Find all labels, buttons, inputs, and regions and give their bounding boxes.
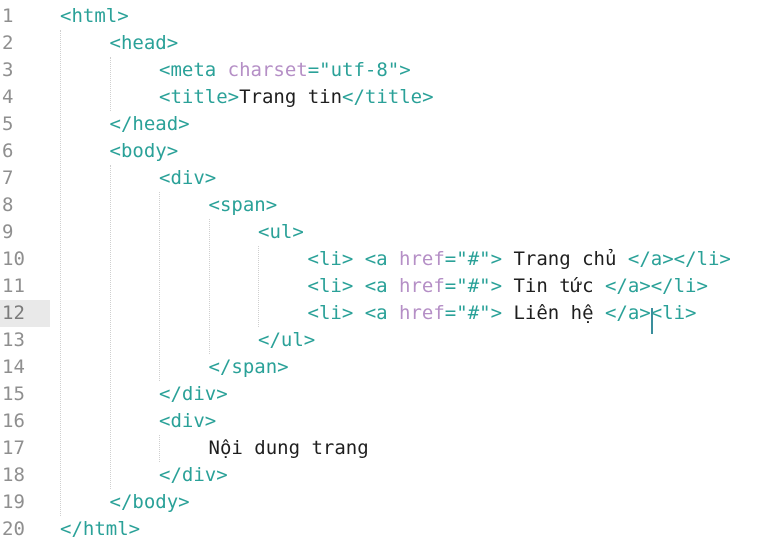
tag-token: </html> [60,518,141,540]
tag-token: <a [364,302,400,324]
line-number: 8 [2,194,14,216]
code-area[interactable]: <html><head><meta charset="utf-8"><title… [60,0,776,556]
indent-guide [159,435,160,462]
line-number: 7 [2,167,14,189]
indent-guide [109,165,111,489]
tag-token: > [490,248,503,270]
code-line[interactable]: </span> [209,354,289,381]
code-line[interactable]: <title>Trang tin</title> [159,84,434,111]
code-line[interactable]: <html> [60,3,129,30]
tag-token: </a></li> [604,275,708,297]
line-number: 13 [2,329,25,351]
text-token: Trang chủ [502,248,628,270]
tag-token: <a [364,275,400,297]
tag-token: = [444,275,457,297]
line-number: 15 [2,383,25,405]
code-line[interactable]: </head> [110,111,190,138]
tag-token: </span> [208,356,289,378]
tag-token: <li> [307,302,365,324]
indent-guide [208,219,210,354]
code-line[interactable]: </body> [110,489,190,516]
tag-token: <body> [109,140,179,162]
tag-token: <li> [307,275,365,297]
indent-guide [159,192,160,381]
text-token: Trang tin [239,86,343,108]
text-token: Liên hệ [502,302,605,324]
code-line[interactable]: <span> [209,192,278,219]
attribute-token: charset [227,59,308,81]
code-line[interactable]: </html> [60,516,140,543]
tag-token: <span> [208,194,278,216]
line-number: 20 [2,518,25,540]
line-number: 3 [2,59,14,81]
tag-token: <li> [307,248,365,270]
tag-token: = [444,248,457,270]
line-number: 16 [2,410,25,432]
text-token: Nội dung trang [208,437,369,459]
line-number: 9 [2,221,14,243]
attribute-token: href [399,248,445,270]
tag-token: "#" [456,248,491,270]
tag-token: <div> [159,167,217,189]
tag-token: </div> [159,464,228,486]
code-line[interactable]: </ul> [258,327,315,354]
line-number: 1 [2,5,14,27]
tag-token: = [307,59,320,81]
text-caret [650,308,653,334]
indent-guide [60,30,61,516]
tag-token: > [490,275,503,297]
tag-token: "utf-8" [319,59,400,81]
line-number: 4 [2,86,14,108]
tag-token: <ul> [258,221,304,243]
tag-token: <div> [159,410,217,432]
code-line[interactable]: </div> [159,462,228,489]
tag-token: <title> [159,86,240,108]
attribute-token: href [399,302,445,324]
code-line[interactable]: <div> [159,165,216,192]
code-line[interactable]: <meta charset="utf-8"> [159,57,411,84]
tag-token: <html> [60,5,129,27]
code-line[interactable]: <head> [110,30,179,57]
tag-token: "#" [456,302,491,324]
tag-token: </title> [342,86,434,108]
indent-guide [258,246,259,327]
line-number: 5 [2,113,14,135]
code-line[interactable]: <li> <a href="#"> Liên hệ </a><li> [308,300,697,327]
line-number: 14 [2,356,25,378]
line-number: 10 [2,248,25,270]
tag-token: </div> [159,383,228,405]
attribute-token: href [399,275,445,297]
tag-token: </ul> [258,329,316,351]
line-number: 19 [2,491,25,513]
line-number: 17 [2,437,25,459]
code-line[interactable]: <ul> [258,219,304,246]
line-number: 2 [2,32,14,54]
line-number: 12 [0,300,50,327]
code-line[interactable]: <div> [159,408,216,435]
tag-token: </a></li> [627,248,731,270]
tag-token: "#" [456,275,491,297]
line-number: 6 [2,140,14,162]
tag-token: <head> [109,32,179,54]
code-line[interactable]: <li> <a href="#"> Trang chủ </a></li> [308,246,731,273]
tag-token: > [399,59,411,81]
tag-token: </body> [109,491,190,513]
code-line[interactable]: <li> <a href="#"> Tin tức </a></li> [308,273,708,300]
indent-guide [109,57,111,111]
tag-token: = [444,302,457,324]
tag-token: </head> [109,113,190,135]
text-token: Tin tức [502,275,605,297]
code-line[interactable]: </div> [159,381,228,408]
tag-token: </a><li> [605,302,697,324]
line-number: 18 [2,464,25,486]
tag-token: <meta [159,59,228,81]
line-number: 11 [2,275,25,297]
code-line[interactable]: <body> [110,138,179,165]
tag-token: <a [364,248,400,270]
code-line[interactable]: Nội dung trang [209,435,369,462]
tag-token: > [490,302,503,324]
